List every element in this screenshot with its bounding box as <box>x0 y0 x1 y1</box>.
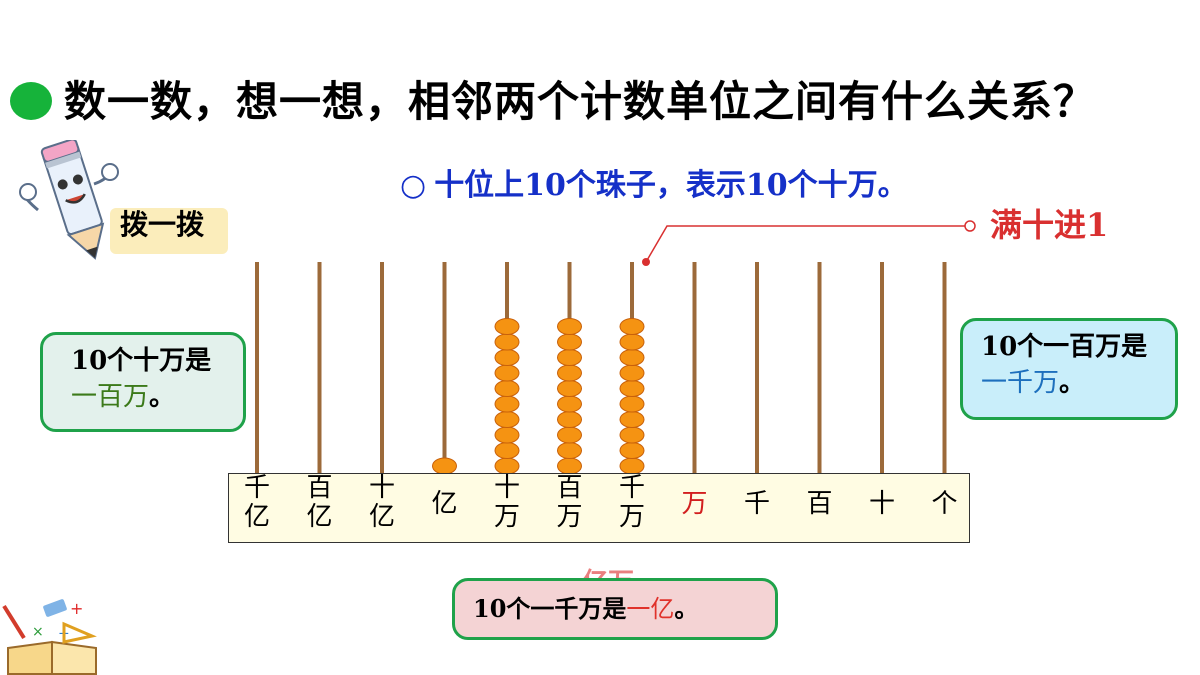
tool-label-box <box>110 208 228 254</box>
place-label-bottom: 亿 <box>243 502 270 532</box>
math-book-icon: + × ÷ <box>2 599 97 675</box>
abacus-bead[interactable] <box>494 333 520 351</box>
place-label-top: 十 <box>368 473 395 503</box>
abacus-bead[interactable] <box>494 442 520 459</box>
abacus-bead[interactable] <box>494 395 520 413</box>
place-label: 十 <box>852 490 912 519</box>
abacus-bead[interactable] <box>557 395 582 413</box>
abacus-bead[interactable] <box>494 364 520 382</box>
page-title: 数一数，想一想，相邻两个计数单位之间有什么关系？ <box>64 77 1097 126</box>
place-label: 百亿 <box>290 474 350 532</box>
place-label-top: 千 <box>243 473 270 503</box>
place-label-top: 千 <box>618 473 645 503</box>
abacus-bead[interactable] <box>494 411 520 428</box>
place-label-bottom: 亿 <box>368 502 395 532</box>
bubble-hundred-thousands: 10个十万是 一百万。 <box>40 332 246 432</box>
place-label-bottom: 亿 <box>306 502 333 532</box>
bubble-end: 。 <box>674 594 699 623</box>
carry-pointer-dot <box>642 258 650 266</box>
place-label: 千 <box>727 490 787 519</box>
abacus-bead[interactable] <box>494 426 520 444</box>
abacus-rod <box>317 262 322 474</box>
place-label: 十亿 <box>352 474 412 532</box>
bubble-ten-millions: 10个一千万是一亿。 <box>452 578 778 640</box>
abacus-bead[interactable] <box>557 426 582 444</box>
svg-text:+: + <box>70 599 83 618</box>
abacus-bead[interactable] <box>619 395 645 413</box>
abacus-rod <box>380 262 384 474</box>
abacus-bead[interactable] <box>557 364 582 382</box>
abacus-bead[interactable] <box>557 349 582 366</box>
note-text: 十位上10个珠子，表示10个十万。 <box>434 168 908 203</box>
place-label: 千亿 <box>227 474 287 532</box>
note-bullet-icon: ○ <box>400 168 427 203</box>
abacus-bead[interactable] <box>494 318 520 335</box>
abacus-bead[interactable] <box>557 442 582 459</box>
pencil-mascot-icon <box>19 140 119 260</box>
title-bullet-dot <box>10 82 52 120</box>
place-label: 个 <box>915 490 975 519</box>
bubble-text: 10个十万是 <box>71 346 212 376</box>
place-label-top: 千 <box>743 489 770 519</box>
abacus-rod <box>817 262 822 474</box>
place-label: 亿 <box>415 490 475 519</box>
place-label-top: 万 <box>681 489 708 519</box>
carry-label: 满十进1 <box>990 206 1109 244</box>
abacus-bead[interactable] <box>619 411 645 428</box>
abacus-bead[interactable] <box>557 411 582 428</box>
place-label: 百万 <box>540 474 600 532</box>
place-label: 万 <box>665 490 725 519</box>
abacus-rod <box>692 262 697 474</box>
place-label: 百 <box>790 490 850 519</box>
abacus-bead[interactable] <box>619 349 645 366</box>
bubble-highlight: 一千万 <box>981 368 1060 398</box>
abacus-bead[interactable] <box>619 442 645 459</box>
bubble-text: 10个一千万是 <box>473 594 627 623</box>
place-label-top: 个 <box>931 489 958 519</box>
abacus-bead[interactable] <box>494 380 520 397</box>
abacus-bead[interactable] <box>557 318 582 335</box>
abacus-rod <box>942 262 947 474</box>
abacus-bead[interactable] <box>619 380 645 397</box>
place-label-top: 亿 <box>431 489 458 519</box>
abacus-bead[interactable] <box>619 333 645 351</box>
carry-pointer-end <box>964 220 976 232</box>
bubble-millions: 10个一百万是 一千万。 <box>960 318 1178 420</box>
place-label-top: 十 <box>868 489 895 519</box>
tool-label: 拨一拨 <box>120 208 205 241</box>
abacus-bead[interactable] <box>494 457 520 475</box>
place-label-bottom: 万 <box>618 502 645 532</box>
abacus-bead[interactable] <box>432 457 457 475</box>
carry-pointer-line <box>645 225 970 263</box>
place-label-bottom: 万 <box>556 502 583 532</box>
abacus-bead[interactable] <box>557 380 582 397</box>
place-label-top: 百 <box>556 473 583 503</box>
abacus-bead[interactable] <box>619 426 645 444</box>
place-label-top: 百 <box>806 489 833 519</box>
place-label: 十万 <box>477 474 537 532</box>
bubble-end: 。 <box>1059 368 1086 398</box>
abacus-base <box>228 473 970 543</box>
abacus-note: ○十位上10个珠子，表示10个十万。 <box>400 160 908 204</box>
abacus-bead[interactable] <box>619 364 645 382</box>
abacus-rod <box>755 262 759 474</box>
bubble-highlight: 一亿 <box>626 595 675 623</box>
abacus-rod <box>442 262 447 474</box>
abacus-bead[interactable] <box>494 349 520 366</box>
bubble-highlight: 一百万 <box>71 382 150 412</box>
bubble-text: 10个一百万是 <box>981 332 1148 362</box>
abacus-rod <box>255 262 259 474</box>
place-label: 千万 <box>602 474 662 532</box>
abacus-bead[interactable] <box>619 457 645 475</box>
abacus-rod <box>880 262 884 474</box>
svg-text:×: × <box>32 624 44 640</box>
bubble-end: 。 <box>149 382 176 412</box>
abacus-bead[interactable] <box>557 333 582 351</box>
place-label-top: 百 <box>306 473 333 503</box>
place-label-bottom: 万 <box>493 502 520 532</box>
abacus-bead[interactable] <box>619 318 645 335</box>
place-label-top: 十 <box>493 473 520 503</box>
abacus-bead[interactable] <box>557 457 582 475</box>
